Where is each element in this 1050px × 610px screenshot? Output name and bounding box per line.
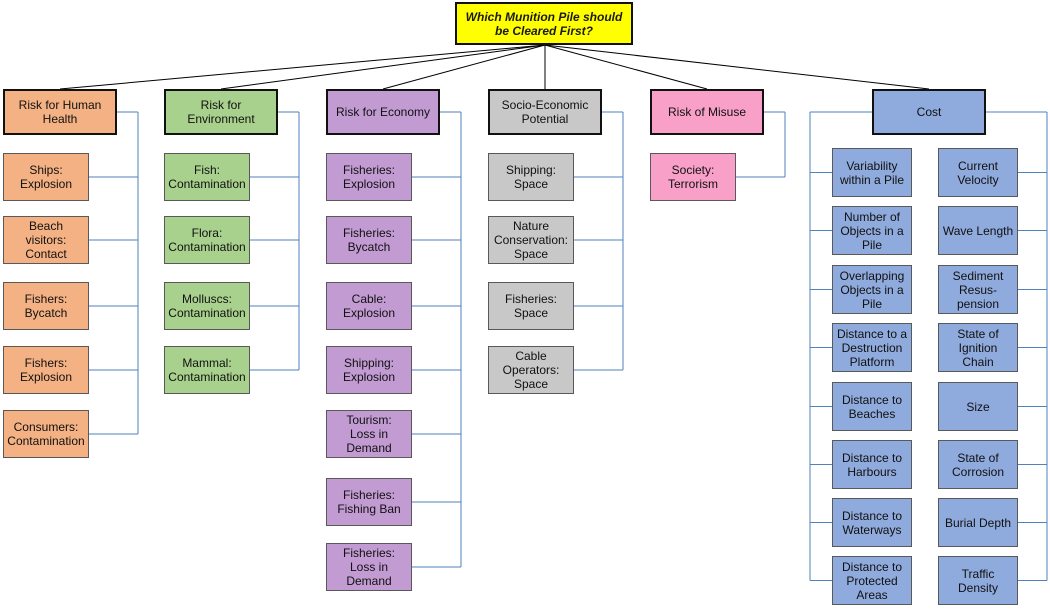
cost-item-right: Current Velocity <box>938 148 1018 197</box>
cost-item-right: Burial Depth <box>938 498 1018 547</box>
root-link-misuse <box>544 44 708 90</box>
cost-item-right: Size <box>938 382 1018 431</box>
socio-item: Cable Operators: Space <box>488 346 574 394</box>
environment-item: Fish: Contamination <box>164 153 250 201</box>
cost-item-right: Wave Length <box>938 206 1018 255</box>
socio-item: Shipping: Space <box>488 153 574 201</box>
cost-item-left: Variability within a Pile <box>832 148 912 197</box>
category-socio: Socio-Economic Potential <box>488 89 602 135</box>
socio-item: Nature Conservation: Space <box>488 216 574 264</box>
economy-item: Fisheries: Loss in Demand <box>326 543 412 591</box>
economy-item: Fisheries: Explosion <box>326 153 412 201</box>
environment-item: Flora: Contamination <box>164 216 250 264</box>
environment-item: Mammal: Contamination <box>164 346 250 394</box>
root-link-human <box>59 44 546 90</box>
economy-item: Fisheries: Bycatch <box>326 216 412 264</box>
root-link-cost <box>544 44 930 90</box>
category-environment: Risk for Environment <box>164 89 278 135</box>
cost-item-left: Distance to Waterways <box>832 498 912 547</box>
misuse-item: Society: Terrorism <box>650 153 736 201</box>
cost-item-right: Sediment Resus-pension <box>938 265 1018 314</box>
root-question: Which Munition Pile should be Cleared Fi… <box>455 2 633 45</box>
cost-item-left: Distance to Beaches <box>832 382 912 431</box>
economy-item: Tourism: Loss in Demand <box>326 410 412 458</box>
category-cost: Cost <box>872 89 986 135</box>
socio-item: Fisheries: Space <box>488 282 574 330</box>
cost-item-right: State of Corrosion <box>938 440 1018 489</box>
human-item: Ships: Explosion <box>3 153 89 201</box>
economy-item: Shipping: Explosion <box>326 346 412 394</box>
human-item: Fishers: Explosion <box>3 346 89 394</box>
root-link-economy <box>382 44 546 90</box>
human-item: Fishers: Bycatch <box>3 282 89 330</box>
economy-item: Fisheries: Fishing Ban <box>326 478 412 526</box>
human-item: Consumers: Contamination <box>3 410 89 458</box>
cost-item-left: Distance to Harbours <box>832 440 912 489</box>
cost-item-left: Number of Objects in a Pile <box>832 206 912 255</box>
economy-item: Cable: Explosion <box>326 282 412 330</box>
root-link-environment <box>220 44 546 90</box>
cost-item-left: Distance to a Destruction Platform <box>832 323 912 372</box>
cost-item-right: State of Ignition Chain <box>938 323 1018 372</box>
cost-item-right: Traffic Density <box>938 556 1018 605</box>
cost-item-left: Distance to Protected Areas <box>832 556 912 605</box>
cost-item-left: Overlapping Objects in a Pile <box>832 265 912 314</box>
human-item: Beach visitors: Contact <box>3 216 89 264</box>
category-misuse: Risk of Misuse <box>650 89 764 135</box>
category-human: Risk for Human Health <box>3 89 117 135</box>
category-economy: Risk for Economy <box>326 89 440 135</box>
environment-item: Molluscs: Contamination <box>164 282 250 330</box>
